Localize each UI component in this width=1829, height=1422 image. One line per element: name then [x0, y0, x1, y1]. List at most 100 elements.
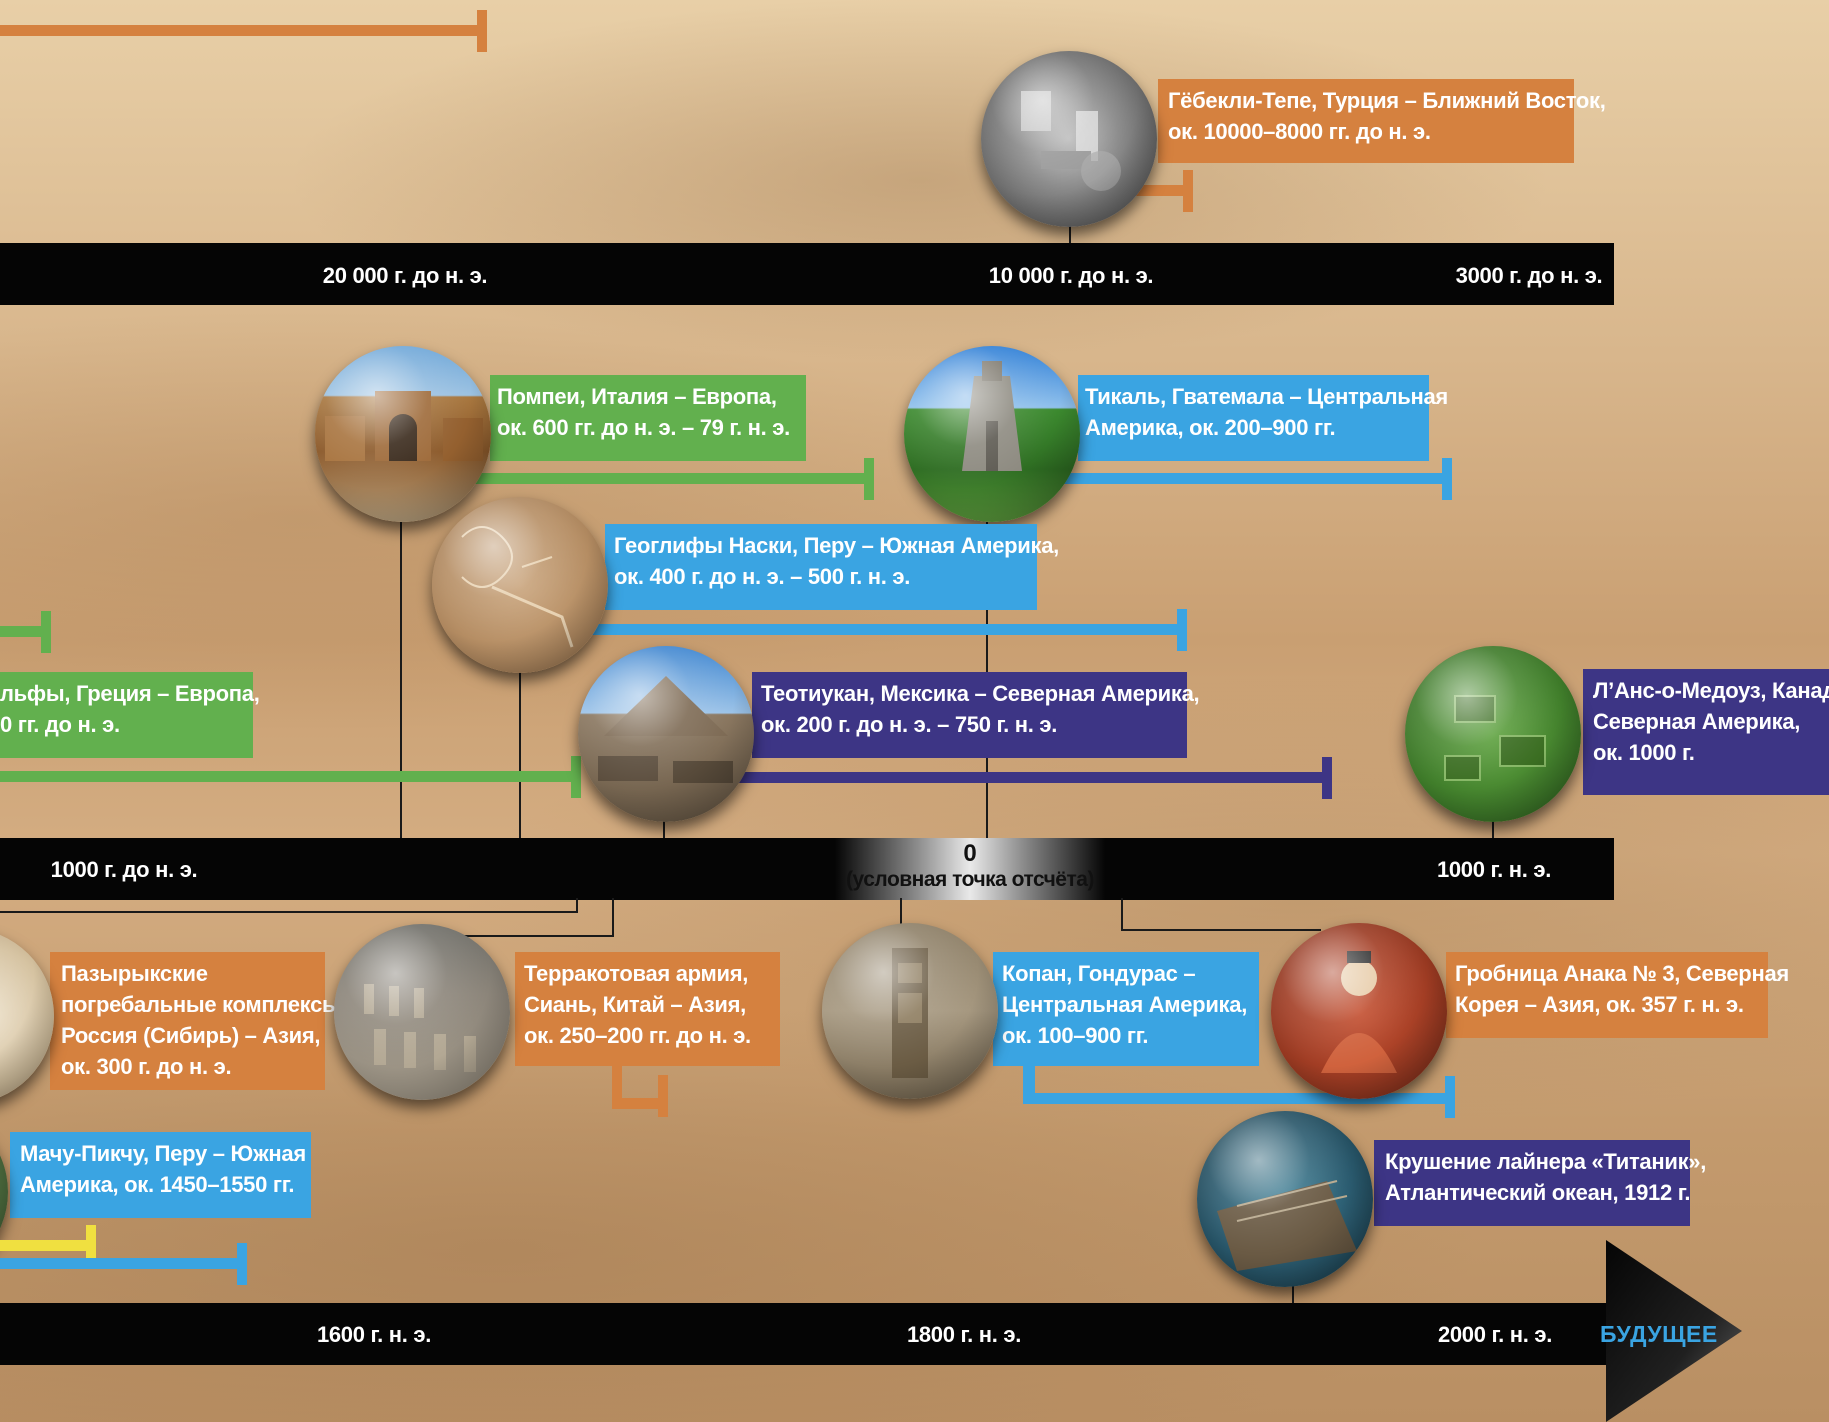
event-pompeii-line1: Помпеи, Италия – Европа,: [497, 384, 777, 409]
event-gobekli-line2: ок. 10000–8000 гг. до н. э.: [1168, 119, 1431, 144]
axis-bottom-tick-2: 1800 г. н. э.: [906, 1322, 1022, 1347]
range-bar-machu-yellow: [0, 1240, 95, 1251]
range-bar-top-left-end: [477, 10, 487, 52]
connector-copan-v: [900, 898, 902, 926]
connector-terracotta-h: [462, 935, 614, 937]
range-bar-nazca-end: [1177, 609, 1187, 651]
axis-middle: [0, 838, 1614, 900]
range-bar-nazca: [570, 624, 1185, 635]
axis-top-tick-3: 3000 г. до н. э.: [1455, 263, 1603, 288]
anak-photo: [1271, 923, 1447, 1099]
axis-middle-tick-2: 1000 г. н. э.: [1436, 857, 1552, 882]
event-card-lanse: Л’Анс-о-Медоуз, Канада – Северная Америк…: [1583, 669, 1829, 795]
event-lanse-line2: Северная Америка,: [1593, 709, 1801, 734]
tomb-mural-icon: [1321, 951, 1397, 1073]
connector-anak-v: [1121, 898, 1123, 930]
connector-pazyryk-h: [0, 911, 578, 913]
axis-zero-caption: (условная точка отсчёта): [846, 868, 1094, 891]
axis-bottom-tick-3: 2000 г. н. э.: [1437, 1322, 1553, 1347]
event-card-pazyryk: Пазырыкские погребальные комплексы, Росс…: [50, 952, 347, 1090]
event-nazca-line1: Геоглифы Наски, Перу – Южная Америка,: [614, 533, 1059, 558]
event-titanic-line2: Атлантический океан, 1912 г.: [1385, 1180, 1691, 1205]
range-bar-gobekli: [1135, 185, 1190, 196]
maya-temple-icon: [962, 361, 1022, 471]
connector-anak-h: [1121, 929, 1321, 931]
event-teotihuacan-line2: ок. 200 г. до н. э. – 750 г. н. э.: [761, 712, 1058, 737]
connector-copan-bar: [1023, 1060, 1035, 1100]
axis-zero-marker: 0 (условная точка отсчёта): [835, 838, 1105, 900]
event-terracotta-line1: Терракотовая армия,: [524, 961, 749, 986]
connector-pazyryk-v: [576, 898, 578, 912]
event-card-titanic: Крушение лайнера «Титаник», Атлантически…: [1374, 1140, 1707, 1226]
axis-top-tick-1: 20 000 г. до н. э.: [322, 263, 488, 288]
event-card-pompeii: Помпеи, Италия – Европа, ок. 600 гг. до …: [490, 375, 806, 461]
event-card-machu: Мачу-Пикчу, Перу – Южная Америка, ок. 14…: [10, 1132, 311, 1218]
connector-pompeii: [400, 522, 402, 840]
nazca-photo: [432, 497, 608, 673]
pazyryk-photo: [0, 928, 54, 1104]
event-delphi-line1: льфы, Греция – Европа,: [0, 681, 260, 706]
gobekli-photo: [981, 51, 1157, 227]
event-pazyryk-line2: погребальные комплексы,: [61, 992, 347, 1017]
axis-zero-label: 0: [963, 840, 977, 867]
range-bar-delphi-top-end: [41, 611, 51, 653]
connector-teotihuacan: [663, 820, 665, 840]
event-terracotta-line2: Сиань, Китай – Азия,: [524, 992, 746, 1017]
event-card-nazca: Геоглифы Наски, Перу – Южная Америка, ок…: [605, 524, 1059, 610]
event-pazyryk-line3: Россия (Сибирь) – Азия,: [61, 1023, 321, 1048]
connector-nazca: [519, 672, 521, 840]
event-nazca-line2: ок. 400 г. до н. э. – 500 г. н. э.: [614, 564, 911, 589]
machu-photo: [0, 1104, 8, 1280]
connector-titanic: [1292, 1280, 1294, 1304]
range-bar-terracotta-end: [658, 1075, 668, 1117]
teotihuacan-photo: [578, 646, 754, 822]
range-bar-top-left: [0, 25, 483, 36]
connector-lanse: [1492, 820, 1494, 840]
grass-settlement-icon: [1444, 695, 1546, 781]
range-bar-copan-end: [1445, 1076, 1455, 1118]
event-card-tikal: Тикаль, Гватемала – Центральная Америка,…: [1078, 375, 1448, 461]
event-gobekli-line1: Гёбекли-Тепе, Турция – Ближний Восток,: [1168, 88, 1606, 113]
event-delphi-line2: 0 гг. до н. э.: [0, 712, 120, 737]
range-bar-teotihuacan: [730, 772, 1330, 783]
event-card-anak: Гробница Анака № 3, Северная Корея – Ази…: [1446, 952, 1789, 1038]
event-pazyryk-line1: Пазырыкские: [61, 961, 208, 986]
range-bar-tikal-end: [1442, 458, 1452, 500]
axis-middle-tick-1: 1000 г. до н. э.: [50, 857, 198, 882]
event-tikal-line1: Тикаль, Гватемала – Центральная: [1085, 384, 1448, 409]
event-lanse-line1: Л’Анс-о-Медоуз, Канада –: [1593, 678, 1829, 703]
pyramid-icon: [598, 676, 733, 783]
terracotta-soldiers-icon: [364, 984, 476, 1072]
range-bar-delphi-top: [0, 626, 43, 637]
event-terracotta-line3: ок. 250–200 гг. до н. э.: [524, 1023, 751, 1048]
range-bar-pompeii: [470, 473, 873, 484]
connector-terracotta-bar: [612, 1060, 622, 1100]
event-titanic-line1: Крушение лайнера «Титаник»,: [1385, 1149, 1707, 1174]
event-teotihuacan-line1: Теотиукан, Мексика – Северная Америка,: [761, 681, 1200, 706]
range-bar-delphi-end: [571, 756, 581, 798]
event-card-delphi: льфы, Греция – Европа, 0 гг. до н. э.: [0, 672, 260, 758]
event-lanse-line3: ок. 1000 г.: [1593, 740, 1695, 765]
roman-arch-icon: [325, 391, 483, 461]
range-bar-gobekli-end: [1183, 170, 1193, 212]
event-copan-line3: ок. 100–900 гг.: [1002, 1023, 1149, 1048]
lanse-photo: [1405, 646, 1581, 822]
event-anak-line2: Корея – Азия, ок. 357 г. н. э.: [1455, 992, 1744, 1017]
range-bar-machu-end: [237, 1243, 247, 1285]
range-bar-pompeii-end: [864, 458, 874, 500]
range-bar-machu: [0, 1258, 245, 1269]
event-copan-line1: Копан, Гондурас –: [1002, 961, 1196, 986]
range-bar-teotihuacan-end: [1322, 757, 1332, 799]
range-bar-delphi: [0, 771, 575, 782]
range-bar-machu-yellow-end: [86, 1225, 96, 1267]
event-copan-line2: Центральная Америка,: [1002, 992, 1248, 1017]
event-tikal-line2: Америка, ок. 200–900 гг.: [1085, 415, 1336, 440]
range-bar-tikal: [1050, 473, 1450, 484]
event-machu-line2: Америка, ок. 1450–1550 гг.: [20, 1172, 295, 1197]
stela-icon: [892, 948, 928, 1078]
axis-bottom: [0, 1303, 1610, 1365]
terracotta-photo: [334, 924, 510, 1100]
connector-terracotta-v: [612, 898, 614, 936]
axis-top-tick-2: 10 000 г. до н. э.: [988, 263, 1154, 288]
pompeii-photo: [315, 346, 491, 522]
